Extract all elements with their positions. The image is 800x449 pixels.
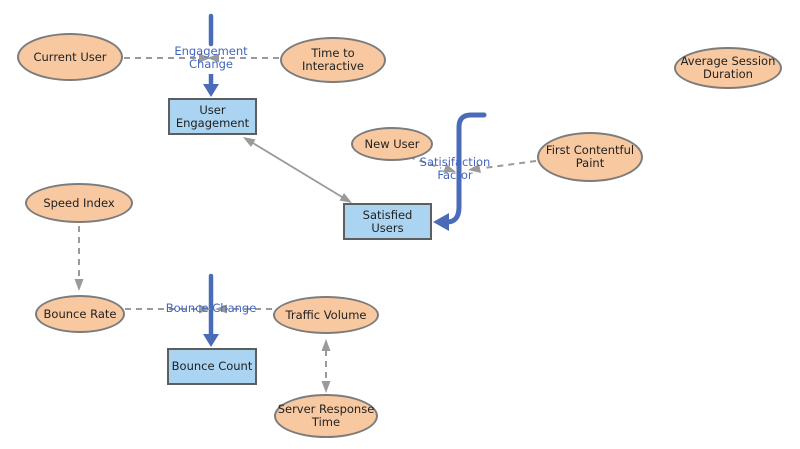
- variable-server-response-time[interactable]: Server Response Time: [274, 394, 378, 438]
- connector-traffic-volume-to-bounce-change[interactable]: [215, 304, 272, 314]
- variable-new-user[interactable]: New User: [351, 127, 433, 161]
- connector-bounce-rate-to-bounce-change[interactable]: [125, 304, 211, 314]
- flow-label-satisfaction-factor[interactable]: Satisifaction Factor: [419, 155, 491, 182]
- connector-current-user-to-engagement-change[interactable]: [124, 53, 211, 63]
- variable-first-contentful-paint[interactable]: First Contentful Paint: [537, 132, 643, 182]
- stock-satisfied-users[interactable]: Satisfied Users: [343, 203, 432, 240]
- flow-pipe-bounce-change[interactable]: [203, 273, 219, 347]
- connector-time-to-interactive-to-engagement-change[interactable]: [207, 53, 279, 63]
- stock-user-engagement[interactable]: User Engagement: [168, 98, 257, 135]
- connector-first-contentful-paint-to-satisfaction-factor[interactable]: [468, 160, 537, 173]
- variable-average-session-duration[interactable]: Average Session Duration: [674, 47, 782, 89]
- variable-traffic-volume[interactable]: Traffic Volume: [273, 296, 379, 334]
- flow-label-engagement-change[interactable]: Engagement Change: [174, 44, 248, 71]
- connector-traffic-volume-server-response-time[interactable]: [321, 339, 331, 393]
- flow-label-bounce-change[interactable]: Bounce Change: [165, 301, 257, 315]
- connector-user-engagement-satisfied-users[interactable]: [243, 137, 352, 203]
- variable-server-response-time-label: Server Response Time: [277, 402, 375, 429]
- variable-time-to-interactive-label: Time to Interactive: [302, 46, 364, 73]
- stock-user-engagement-label: User Engagement: [175, 102, 250, 130]
- variable-average-session-duration-label: Average Session Duration: [680, 54, 776, 81]
- connector-speed-index-to-bounce-rate[interactable]: [74, 226, 84, 291]
- stock-bounce-count[interactable]: Bounce Count: [167, 348, 257, 385]
- stock-satisfied-users-label: Satisfied Users: [362, 207, 413, 235]
- variable-new-user-label: New User: [364, 136, 420, 151]
- variable-speed-index[interactable]: Speed Index: [25, 183, 133, 223]
- variable-bounce-rate[interactable]: Bounce Rate: [35, 295, 125, 333]
- stock-bounce-count-label: Bounce Count: [171, 359, 253, 373]
- flow-pipe-satisfaction-factor[interactable]: [433, 112, 487, 231]
- variable-current-user-label: Current User: [33, 49, 107, 64]
- connector-new-user-to-satisfaction-factor[interactable]: [408, 156, 456, 173]
- variable-current-user[interactable]: Current User: [17, 33, 123, 81]
- variable-traffic-volume-label: Traffic Volume: [285, 307, 367, 322]
- flow-pipe-engagement-change[interactable]: [203, 13, 219, 97]
- variable-speed-index-label: Speed Index: [43, 195, 115, 210]
- variable-first-contentful-paint-label: First Contentful Paint: [545, 143, 635, 170]
- variable-time-to-interactive[interactable]: Time to Interactive: [280, 37, 386, 83]
- variable-bounce-rate-label: Bounce Rate: [43, 306, 117, 321]
